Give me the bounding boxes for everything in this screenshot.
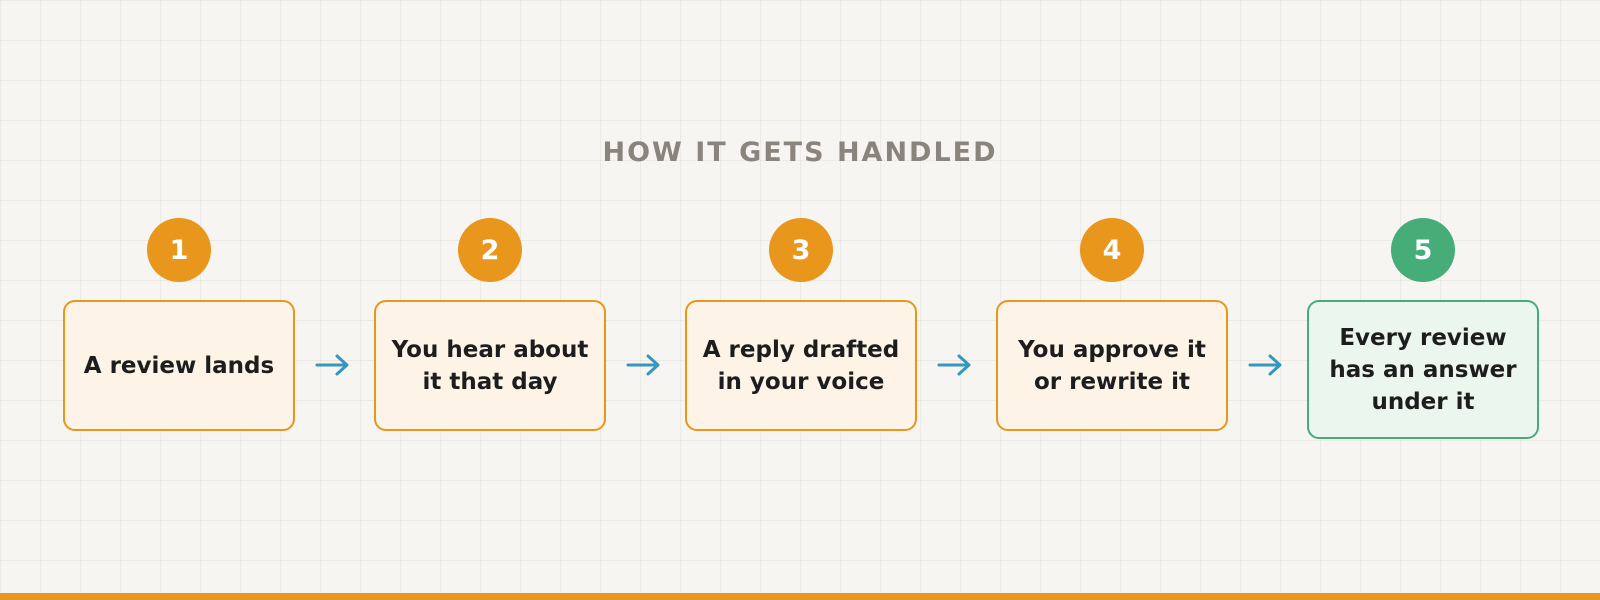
arrow-right-icon: [315, 354, 349, 376]
step-label: A review lands: [83, 352, 275, 379]
step-card: You hear about it that day: [374, 300, 606, 431]
arrow-right-icon: [937, 354, 971, 376]
arrow-right-icon: [1248, 354, 1282, 376]
step-number-badge: 4: [1080, 218, 1144, 282]
step-card: A reply drafted in your voice: [685, 300, 917, 431]
diagram-title: HOW IT GETS HANDLED: [602, 137, 998, 168]
step-label: A reply drafted in your voice: [702, 336, 900, 395]
step-card: A review lands: [63, 300, 295, 431]
step-card: You approve it or rewrite it: [996, 300, 1228, 431]
step-label: You hear about it that day: [391, 336, 589, 395]
bottom-accent-bar: [0, 593, 1600, 600]
step-card-final: Every review has an answer under it: [1307, 300, 1539, 439]
step-number-badge: 2: [458, 218, 522, 282]
step-number-badge: 1: [147, 218, 211, 282]
step-number-badge: 5: [1391, 218, 1455, 282]
step-number-badge: 3: [769, 218, 833, 282]
arrow-right-icon: [626, 354, 660, 376]
step-label: You approve it or rewrite it: [1018, 336, 1206, 395]
step-label: Every review has an answer under it: [1329, 324, 1517, 415]
